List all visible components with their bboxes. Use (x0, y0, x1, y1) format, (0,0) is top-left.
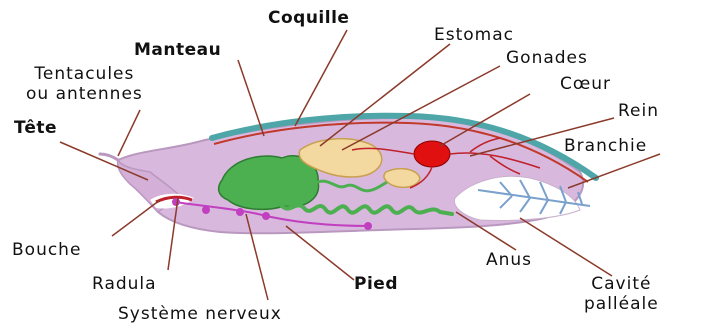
label-pied: Pied (354, 274, 398, 294)
label-tentacules-line2: ou antennes (26, 84, 143, 104)
label-coquille: Coquille (268, 8, 349, 28)
label-cavite-palleale: Cavité palléale (584, 274, 659, 314)
label-coeur: Cœur (560, 74, 611, 94)
heart (414, 141, 450, 167)
label-radula: Radula (92, 274, 157, 294)
tentacle (100, 154, 118, 160)
label-cavite-line1: Cavité (584, 274, 659, 294)
label-tentacules: Tentacules ou antennes (26, 64, 143, 104)
label-bouche: Bouche (12, 240, 81, 260)
label-rein: Rein (618, 101, 659, 121)
label-cavite-line2: palléale (584, 294, 659, 314)
label-systeme-nerveux: Système nerveux (118, 304, 282, 324)
label-anus: Anus (486, 250, 532, 270)
label-tentacules-line1: Tentacules (26, 64, 143, 84)
label-manteau: Manteau (134, 40, 221, 60)
label-gonades: Gonades (506, 48, 588, 68)
label-branchie: Branchie (564, 136, 647, 156)
label-estomac: Estomac (434, 25, 514, 45)
label-tete: Tête (14, 118, 57, 138)
